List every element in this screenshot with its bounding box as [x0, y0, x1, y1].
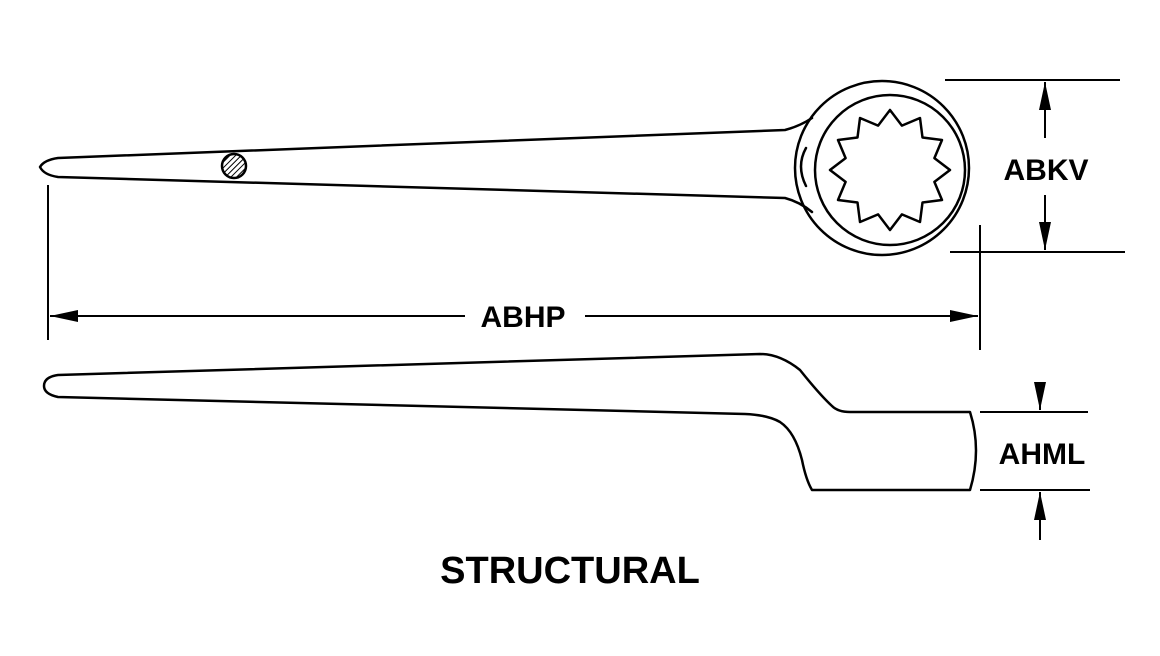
label-abhp: ABHP [480, 301, 565, 334]
wrench-top-view [38, 79, 971, 257]
dimension-abhp: ABHP [47, 185, 981, 350]
dimension-ahml: AHML [980, 382, 1090, 540]
pin-section [220, 152, 248, 180]
dimension-abkv: ABKV [945, 79, 1125, 253]
label-ahml: AHML [999, 438, 1086, 471]
ring-inner [813, 93, 967, 247]
twelve-point-socket [828, 108, 952, 232]
drawing-title: STRUCTURAL [440, 550, 700, 592]
wrench-side-view [42, 352, 978, 492]
label-abkv: ABKV [1003, 154, 1088, 187]
ring-outer [793, 79, 971, 257]
